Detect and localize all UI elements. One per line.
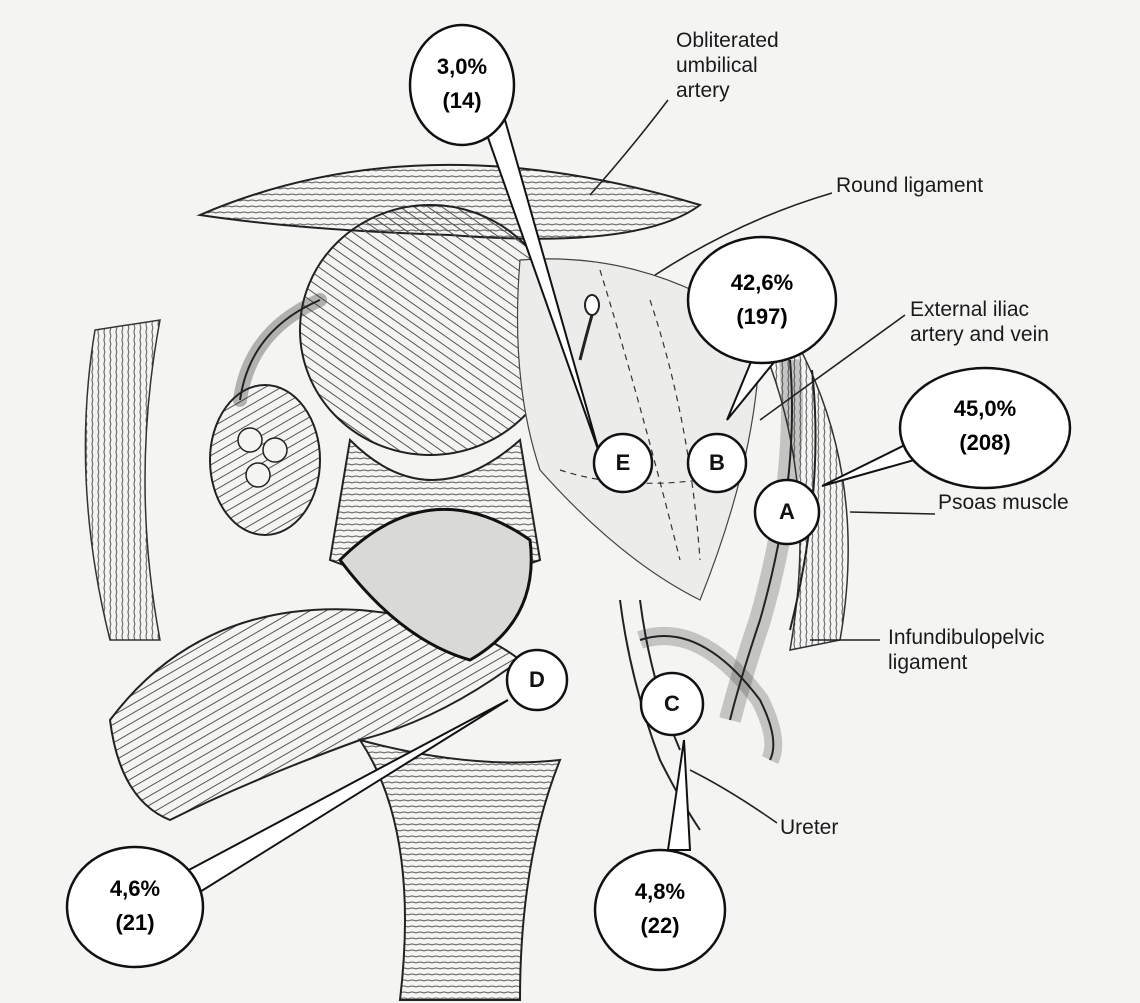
callout-D-count: (21)	[70, 906, 200, 940]
callout-D-percent: 4,6%	[70, 872, 200, 906]
callout-A-text: 45,0% (208)	[905, 392, 1065, 460]
marker-letter-E: E	[603, 450, 643, 476]
marker-letter-D: D	[517, 667, 557, 693]
callout-D-text: 4,6% (21)	[70, 872, 200, 940]
callout-E-text: 3,0% (14)	[410, 50, 514, 118]
label-psoas-muscle: Psoas muscle	[938, 490, 1069, 515]
callout-C-text: 4,8% (22)	[598, 875, 722, 943]
callout-C-percent: 4,8%	[598, 875, 722, 909]
callout-B-text: 42,6% (197)	[690, 266, 834, 334]
label-round-ligament: Round ligament	[836, 173, 983, 198]
callout-B-percent: 42,6%	[690, 266, 834, 300]
callout-E-percent: 3,0%	[410, 50, 514, 84]
label-external-iliac: External iliac artery and vein	[910, 297, 1049, 347]
label-infundibulopelvic-ligament: Infundibulopelvic ligament	[888, 625, 1044, 675]
label-ureter: Ureter	[780, 815, 838, 840]
callout-B-count: (197)	[690, 300, 834, 334]
marker-letter-A: A	[767, 499, 807, 525]
marker-letter-C: C	[652, 691, 692, 717]
callout-C-count: (22)	[598, 909, 722, 943]
label-obliterated-umbilical-artery: Obliterated umbilical artery	[676, 28, 779, 103]
callout-A-percent: 45,0%	[905, 392, 1065, 426]
marker-letter-B: B	[697, 450, 737, 476]
left-ovary	[210, 385, 320, 535]
callout-A-count: (208)	[905, 426, 1065, 460]
callout-E-count: (14)	[410, 84, 514, 118]
